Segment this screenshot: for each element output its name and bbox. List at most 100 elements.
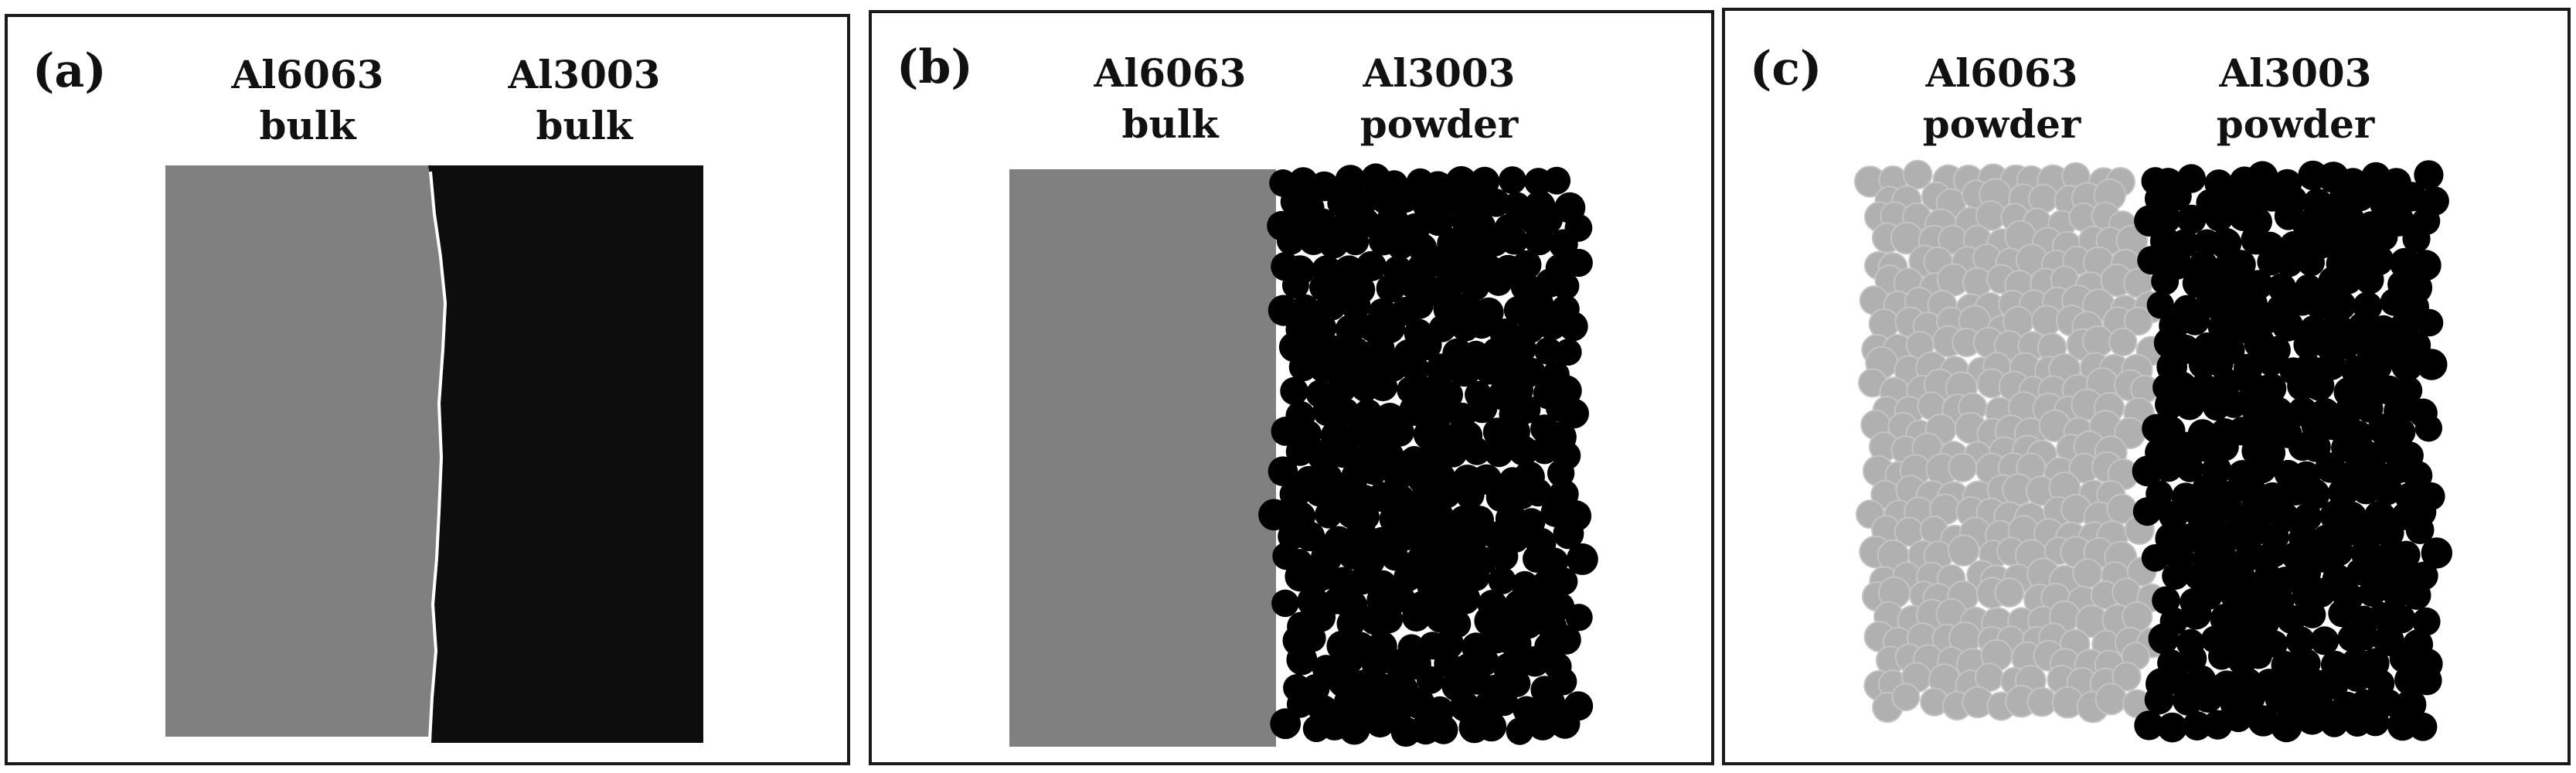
powder-particle-al3003 [1524,225,1554,256]
powder-particle-al3003 [2387,604,2416,634]
left-form-b: bulk [1121,101,1219,147]
powder-particle-al3003 [2328,599,2357,628]
panel-label-b: (b) [897,40,973,94]
powder-particle-al3003 [2270,710,2302,743]
powder-particle-al3003 [2412,665,2442,696]
powder-particle-al3003 [2355,265,2384,295]
powder-particle-al3003 [1336,609,1365,638]
powder-particle-al3003 [2180,305,2210,335]
powder-particle-al3003 [2415,349,2448,380]
powder-particle-al3003 [1340,290,1371,321]
powder-particle-al3003 [1506,717,1533,745]
powder-particle-al3003 [1360,646,1392,677]
powder-particle-al3003 [1564,248,1593,278]
powder-particle-al6063 [1994,577,2025,608]
powder-particle-al3003 [2285,626,2316,656]
powder-particle-al3003 [2343,179,2376,212]
panel-label-a: (a) [32,44,107,98]
powder-particle-al3003 [1553,518,1584,550]
powder-particle-al3003 [2412,607,2441,636]
powder-particle-al3003 [2374,518,2404,548]
powder-particle-al3003 [1305,312,1337,344]
powder-particle-al3003 [1423,501,1455,533]
powder-particle-al3003 [2405,516,2435,544]
powder-particle-al3003 [1565,604,1593,632]
powder-particle-al3003 [2226,250,2256,280]
powder-particle-al6063 [2112,662,2142,692]
powder-particle-al3003 [1552,272,1580,300]
panel-label-c: (c) [1750,42,1822,96]
powder-particle-al3003 [2351,475,2381,505]
powder-particle-al3003 [1512,395,1541,424]
right-form-c: powder [2216,101,2375,147]
powder-particle-al3003 [1381,543,1409,571]
powder-particle-al3003 [1449,583,1481,615]
panel-b: (b) Al6063 bulk Al3003 powder [869,10,1714,765]
powder-particle-al3003 [1467,310,1496,339]
powder-particle-al3003 [1431,478,1462,509]
powder-particle-al3003 [2159,501,2189,531]
powder-particle-al3003 [2401,581,2431,610]
powder-particle-al3003 [2204,203,2234,232]
powder-particle-al3003 [1554,339,1582,366]
powder-particle-al3003 [1393,563,1423,592]
powder-powder-diagram [1853,159,2452,743]
al3003-powder-particles [2132,160,2452,743]
left-label-c: Al6063 powder [1855,48,2149,150]
powder-particle-al3003 [1406,291,1434,319]
powder-particle-al3003 [2333,266,2363,295]
panel-a: (a) Al6063 bulk Al3003 bulk [5,14,850,765]
powder-particle-al3003 [2212,368,2241,398]
powder-particle-al3003 [2192,682,2224,713]
powder-particle-al3003 [2220,390,2248,418]
powder-particle-al6063 [2108,327,2138,357]
powder-particle-al3003 [1467,392,1498,424]
powder-particle-al3003 [1384,417,1414,447]
powder-particle-al3003 [1305,478,1333,507]
powder-particle-al3003 [1426,353,1458,385]
powder-particle-al3003 [2152,203,2181,233]
powder-particle-al3003 [1423,205,1454,237]
powder-particle-al3003 [2361,708,2390,737]
powder-particle-al3003 [1537,311,1567,340]
powder-particle-al3003 [1500,226,1529,255]
powder-particle-al3003 [1365,708,1395,738]
powder-particle-al3003 [1271,589,1299,618]
left-material-a: Al6063 [231,52,384,97]
powder-particle-al3003 [2320,671,2349,700]
left-material-b: Al6063 [1094,50,1247,96]
powder-particle-al3003 [1463,437,1491,465]
right-form-a: bulk [536,103,633,148]
powder-particle-al3003 [2296,703,2328,735]
powder-particle-al3003 [2415,308,2444,337]
powder-particle-al6063 [2122,601,2153,632]
powder-particle-al3003 [2148,623,2180,655]
powder-particle-al3003 [1523,289,1554,320]
powder-particle-al3003 [2163,182,2192,211]
powder-particle-al3003 [1550,708,1581,739]
powder-particle-al3003 [2315,452,2346,483]
powder-particle-al3003 [2201,493,2233,526]
right-material-c: Al3003 [2219,50,2372,96]
bulk-bulk-diagram [165,165,703,743]
powder-particle-al6063 [1948,452,1978,483]
powder-particle-al3003 [1446,542,1475,571]
powder-particle-al3003 [2162,562,2190,590]
al3003-powder-particles [1258,163,1598,747]
left-material-c: Al6063 [1925,50,2078,96]
powder-particle-al3003 [2242,581,2272,611]
powder-particle-al3003 [1508,435,1539,466]
powder-particle-al3003 [2176,455,2203,482]
powder-particle-al3003 [1402,603,1431,632]
powder-particle-al3003 [1342,228,1370,256]
al3003-bulk-block [428,165,703,743]
powder-particle-al3003 [1339,713,1370,745]
powder-particle-al3003 [1386,230,1415,260]
al6063-bulk-block [165,165,445,737]
powder-particle-al3003 [1335,314,1365,345]
powder-particle-al3003 [2297,248,2325,277]
powder-particle-al3003 [1359,457,1388,485]
powder-particle-al3003 [1281,271,1309,299]
powder-particle-al3003 [2246,452,2277,484]
powder-particle-al3003 [1435,269,1465,298]
